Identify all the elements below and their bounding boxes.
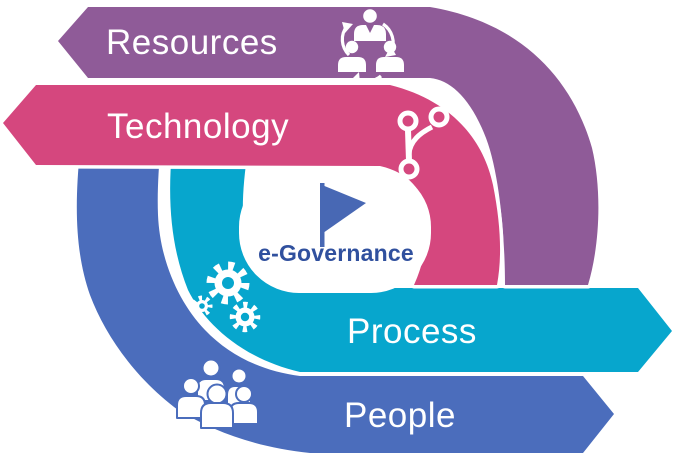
git-branch-curve [406, 124, 434, 155]
center-label: e-Governance [258, 240, 414, 266]
rotation-person-top-head [363, 9, 377, 23]
arrow-resources-shape [58, 7, 599, 285]
gear-medium-hole [240, 312, 250, 322]
crowd-person-front-center [200, 383, 234, 429]
git-node-top-right [428, 106, 450, 128]
gear-large-hole [222, 277, 234, 289]
people-group-icon [176, 358, 259, 429]
git-node-bottom [398, 158, 420, 180]
git-stem [405, 129, 412, 162]
center-hub: e-Governance [239, 167, 431, 293]
git-node-top-left [397, 110, 419, 132]
flag-pole [320, 183, 325, 247]
rotation-person-left-body [338, 57, 366, 72]
rotation-person-top-tie [366, 25, 374, 33]
label-technology: Technology [107, 107, 289, 146]
label-process: Process [347, 312, 477, 351]
rotation-arrow-left-head [342, 22, 353, 33]
gear-small-hole [199, 303, 205, 309]
gear-small-teeth [191, 295, 213, 317]
crowd-person-left [176, 377, 206, 419]
arrow-process-shape [170, 150, 673, 372]
crowd-person-front-right [229, 385, 259, 425]
git-branch-icon [397, 106, 450, 180]
arrow-technology-shape [3, 85, 501, 285]
flag-icon [320, 183, 366, 247]
rotation-person-right-body [376, 57, 404, 72]
people-rotation-icon [338, 9, 404, 83]
rotation-arrow-bottom-head [350, 72, 360, 83]
center-hub-ring [239, 167, 431, 293]
arrow-resources [54, 3, 602, 289]
gear-medium-teeth [229, 301, 261, 333]
label-resources: Resources [106, 23, 278, 62]
rotation-arrow-right-head [385, 46, 396, 57]
rotation-person-left-head [345, 40, 359, 54]
gear-large-teeth [206, 261, 250, 305]
gears-icon [191, 261, 261, 333]
flag-pennant [324, 186, 366, 232]
label-people: People [344, 396, 456, 435]
